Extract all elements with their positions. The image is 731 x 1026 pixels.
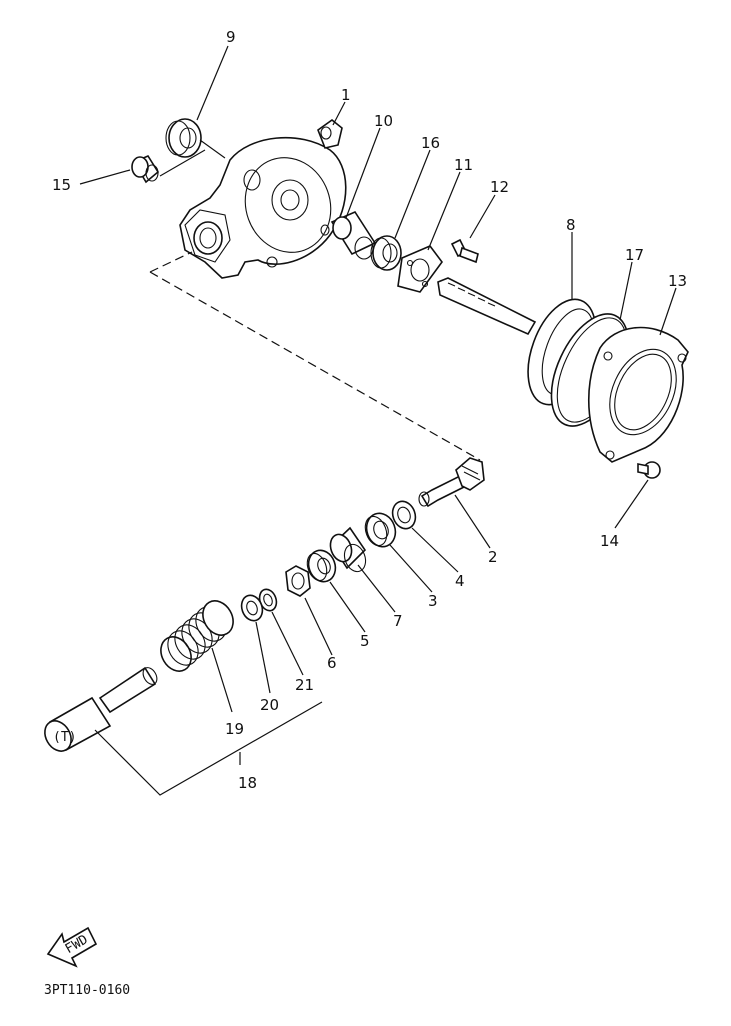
leader-21	[271, 611, 304, 676]
leader-13	[659, 287, 677, 336]
label-part-4: 4	[455, 572, 465, 590]
leader-3	[389, 544, 433, 593]
assembly-line-a	[149, 251, 193, 273]
leader-10	[345, 127, 381, 219]
label-part-10: 10	[374, 112, 393, 130]
label-part-15: 15	[52, 176, 71, 194]
label-part-2: 2	[488, 548, 498, 566]
label-part-11: 11	[454, 156, 473, 174]
part-18-stamp: (T)	[53, 730, 76, 745]
part-11-plate	[397, 245, 443, 293]
label-part-9: 9	[226, 28, 236, 46]
label-part-18: 18	[238, 774, 257, 792]
leader-7	[357, 564, 396, 613]
part-20-washer	[240, 594, 264, 622]
leader-11	[427, 171, 461, 251]
leader-9	[196, 45, 229, 121]
part-7-collar	[329, 526, 367, 573]
part-10-spacer	[330, 210, 377, 260]
part-4-washer	[391, 500, 417, 530]
label-part-21: 21	[295, 676, 314, 694]
label-part-6: 6	[327, 654, 337, 672]
label-part-7: 7	[393, 612, 403, 630]
label-part-12: 12	[490, 178, 509, 196]
leader-15-axis	[159, 149, 206, 177]
leader-6	[304, 597, 333, 656]
fwd-arrow-icon: FWD	[46, 926, 98, 968]
part-3-bearing	[364, 512, 397, 548]
part-13-cover	[588, 326, 689, 463]
part-6-nut	[285, 565, 311, 597]
label-part-13: 13	[668, 272, 687, 290]
leader-17	[619, 261, 633, 321]
bracket-18	[94, 701, 323, 796]
part-19-spring	[160, 600, 234, 672]
leader-12	[469, 194, 496, 239]
label-part-17: 17	[625, 246, 644, 264]
part-15-collar	[131, 154, 160, 184]
leader-9-axis	[199, 139, 226, 159]
part-2-pinion-shaft	[418, 457, 485, 508]
leader-2	[454, 494, 491, 549]
leader-4	[411, 527, 459, 573]
part-9-oil-seal	[165, 118, 202, 158]
label-part-3: 3	[428, 592, 438, 610]
part-18-cam-shaft: (T)	[44, 666, 158, 752]
part-12-bolt	[450, 238, 479, 264]
leader-19	[211, 647, 233, 713]
label-part-14: 14	[600, 532, 619, 550]
leader-1	[332, 101, 346, 126]
part-14-bolt	[637, 461, 661, 479]
label-part-1: 1	[341, 86, 351, 104]
label-part-16: 16	[421, 134, 440, 152]
leader-14	[614, 479, 649, 529]
leader-20	[255, 621, 271, 694]
assembly-line-b	[149, 271, 481, 461]
label-part-20: 20	[260, 696, 279, 714]
leader-16	[394, 149, 431, 239]
label-part-5: 5	[360, 632, 370, 650]
label-part-19: 19	[225, 720, 244, 738]
figure-code: 3PT110-0160	[44, 983, 130, 998]
leader-5	[329, 581, 366, 633]
label-part-8: 8	[566, 216, 576, 234]
part-5-bearing	[306, 549, 337, 583]
leader-15	[79, 169, 131, 185]
part-16-bearing	[370, 235, 402, 271]
